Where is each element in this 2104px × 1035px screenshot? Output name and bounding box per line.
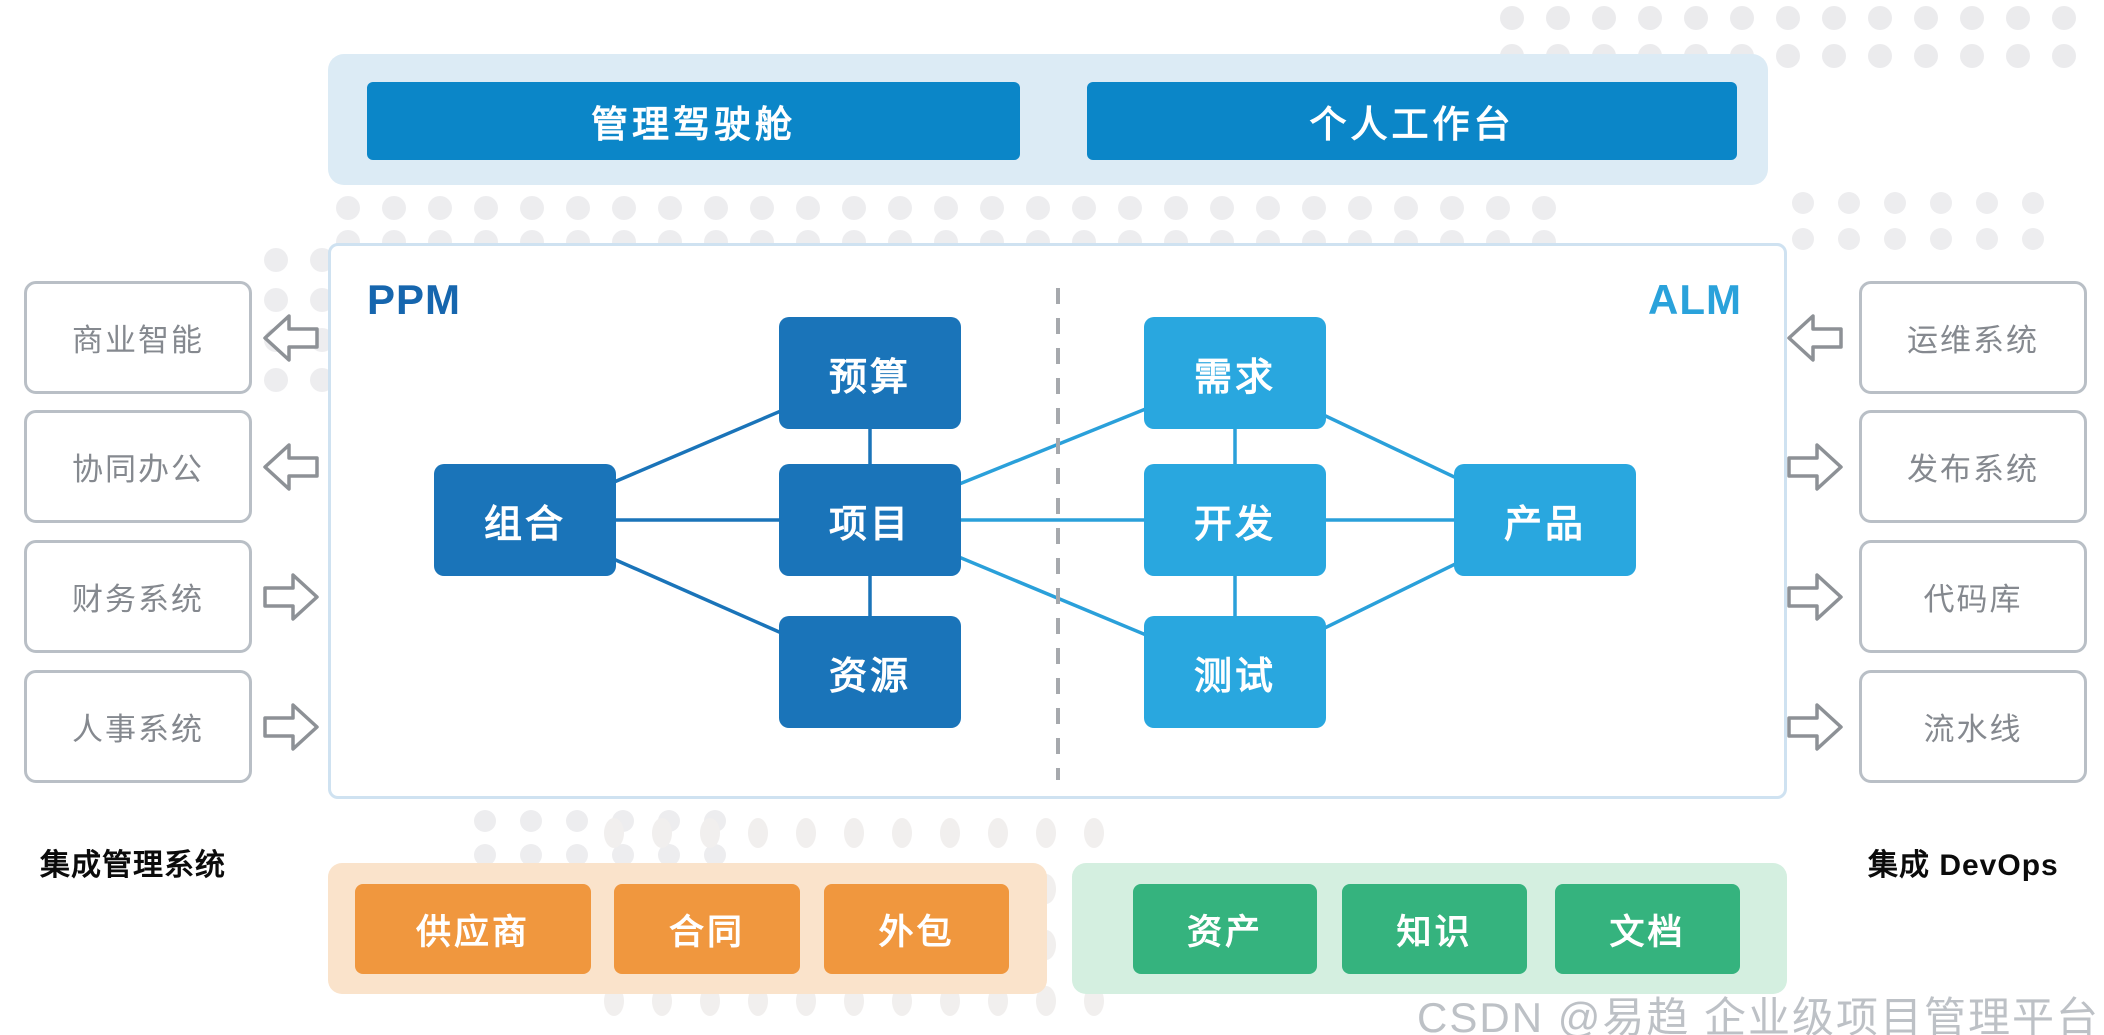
arrow-right-icon (1786, 571, 1844, 623)
green-box: 资产 (1133, 884, 1317, 974)
green-box: 知识 (1342, 884, 1527, 974)
arrow-right-icon (1786, 701, 1844, 753)
alm-node-test: 测试 (1144, 616, 1326, 728)
arrow-left-icon (262, 441, 320, 493)
left-system-box: 人事系统 (24, 670, 252, 783)
ppm-node-portfolio: 组合 (434, 464, 616, 576)
top-panel: 管理驾驶舱 个人工作台 (328, 54, 1768, 185)
alm-node-product: 产品 (1454, 464, 1636, 576)
arrow-left-icon (262, 312, 320, 364)
alm-node-development: 开发 (1144, 464, 1326, 576)
personal-workbench-box: 个人工作台 (1087, 82, 1737, 160)
right-system-box: 流水线 (1859, 670, 2087, 783)
ppm-label: PPM (367, 276, 462, 323)
ppm-alm-panel: PPM ALM 组合 预算项目资源 需求开发测试 产品 (328, 243, 1787, 799)
integrated-devops-label: 集成 DevOps (1868, 849, 2059, 882)
left-system-box: 财务系统 (24, 540, 252, 653)
watermark: CSDN @易趋 企业级项目管理平台 (1417, 994, 2100, 1035)
right-system-box: 代码库 (1859, 540, 2087, 653)
left-system-box: 协同办公 (24, 410, 252, 523)
integrated-management-systems-label: 集成管理系统 (40, 849, 226, 882)
arrow-right-icon (262, 571, 320, 623)
alm-node-requirement: 需求 (1144, 317, 1326, 429)
left-system-box: 商业智能 (24, 281, 252, 394)
arrow-right-icon (262, 701, 320, 753)
ppm-node-budget: 预算 (779, 317, 961, 429)
orange-box: 外包 (824, 884, 1009, 974)
alm-label: ALM (1648, 276, 1742, 323)
orange-box: 合同 (614, 884, 800, 974)
right-system-box: 发布系统 (1859, 410, 2087, 523)
arrow-right-icon (1786, 441, 1844, 493)
ppm-node-project: 项目 (779, 464, 961, 576)
green-box: 文档 (1555, 884, 1740, 974)
arrow-left-icon (1786, 312, 1844, 364)
management-cockpit-box: 管理驾驶舱 (367, 82, 1020, 160)
ppm-node-resource: 资源 (779, 616, 961, 728)
orange-box: 供应商 (355, 884, 591, 974)
right-system-box: 运维系统 (1859, 281, 2087, 394)
